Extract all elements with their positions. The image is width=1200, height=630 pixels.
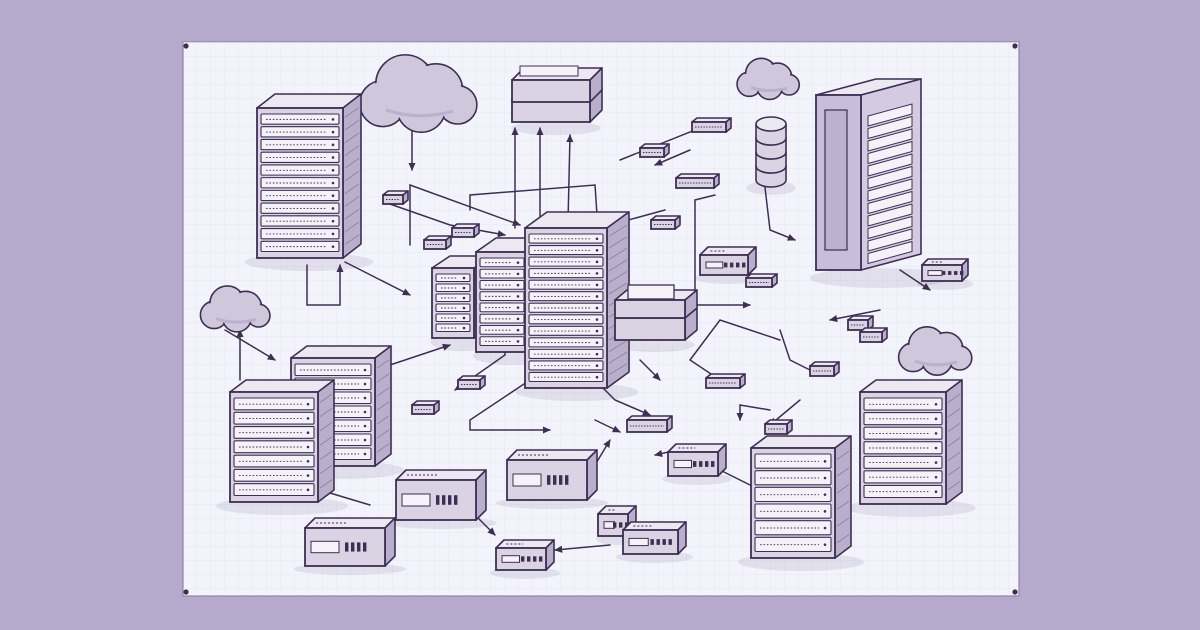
pin-icon: [183, 589, 189, 595]
modem-right: [921, 258, 969, 282]
tall-cabinet-right: [815, 78, 922, 271]
connector-arrow: [224, 329, 276, 361]
connector-arrow: [306, 264, 344, 306]
connector-arrow: [409, 183, 521, 246]
connector-module: [859, 327, 888, 343]
connector-arrow: [688, 319, 781, 381]
cloud-right: [897, 326, 973, 376]
box-bottom-1: [495, 539, 555, 571]
pin-icon: [183, 43, 189, 49]
cloud-top-right: [736, 57, 801, 101]
connector-module: [451, 223, 480, 238]
connector-arrow: [566, 134, 574, 223]
appliance-bottom-left: [304, 517, 396, 567]
connector-module: [382, 190, 409, 205]
connector-module: [705, 373, 746, 389]
connector-module: [764, 419, 793, 435]
open-appliance: [614, 284, 698, 341]
pin-icon: [1012, 43, 1018, 49]
connector-arrow: [389, 343, 451, 366]
pin-icon: [1012, 589, 1018, 595]
connector-arrow: [829, 309, 881, 323]
rack-top-left: [256, 93, 362, 259]
cloud-left: [199, 285, 271, 333]
rack-right: [859, 379, 963, 505]
box-bottom-3: [622, 521, 687, 555]
rack-bottom-center: [750, 435, 852, 559]
connector-module: [691, 117, 732, 133]
connector-arrow: [554, 544, 611, 553]
connector-arrow: [899, 269, 931, 291]
connector-arrow: [639, 359, 661, 381]
nodes: [199, 54, 973, 571]
hub-center: [667, 443, 727, 477]
connector-arrow: [469, 184, 602, 231]
connector-module: [457, 375, 486, 390]
connector-arrow: [654, 149, 691, 166]
connector-module: [745, 273, 778, 288]
connector-module: [650, 215, 681, 230]
connector-arrow: [694, 194, 751, 309]
cloud-top-left: [358, 54, 478, 134]
connector-module: [639, 143, 670, 158]
rack-left-front: [229, 379, 335, 503]
connector-module: [626, 415, 673, 433]
connector-module: [675, 173, 720, 189]
connector-arrow: [736, 404, 771, 421]
connector-module: [411, 400, 440, 415]
connector-arrow: [594, 419, 621, 433]
connector-module: [847, 315, 874, 331]
connector-module: [809, 361, 840, 377]
connector-arrow: [469, 379, 551, 434]
database-cylinder: [755, 116, 787, 188]
top-server-stack: [511, 65, 603, 123]
switch-right: [699, 246, 757, 276]
connector-arrow: [344, 261, 411, 296]
rack-central-tall: [524, 211, 630, 389]
connector-module: [423, 235, 452, 250]
appliance-bottom-mid: [395, 469, 487, 521]
connector-arrow: [386, 202, 506, 238]
appliance-center: [506, 449, 598, 501]
